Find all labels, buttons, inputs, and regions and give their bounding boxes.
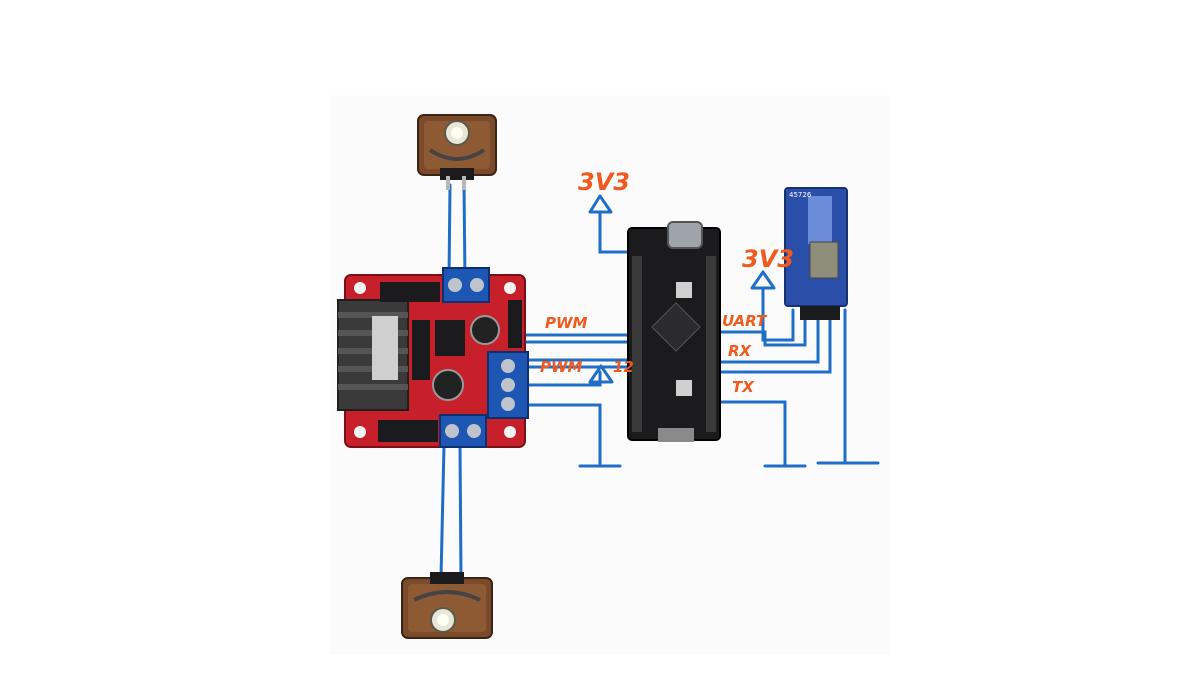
label-3v3-module: 3V3 [742, 245, 794, 273]
label-uart: UART [722, 312, 768, 330]
wire-driver-gnd [523, 403, 602, 467]
wire-top-led-a [447, 183, 452, 282]
wire-bottom-led-b [458, 443, 463, 580]
mcu-board [627, 221, 721, 442]
radio-module-board [784, 187, 848, 320]
wire-uart-1 [716, 308, 807, 347]
wire-rx [716, 308, 820, 364]
label-3v3-mcu: 3V3 [578, 168, 630, 196]
label-pwm-a: PWM [545, 314, 588, 332]
wires [439, 183, 847, 580]
module-silkscreen: 45726 [789, 191, 812, 199]
wire-top-led-b [462, 183, 467, 282]
wire-tx [716, 308, 832, 374]
label-i2c: 12 [613, 358, 634, 376]
led-board-top [417, 114, 497, 190]
label-rx: RX [728, 342, 753, 360]
led-board-bottom [401, 572, 493, 639]
label-tx: TX [732, 378, 755, 396]
ground-symbols [578, 461, 880, 468]
wire-mcu-gnd [716, 400, 787, 467]
wire-driver-vcc [523, 370, 602, 387]
motor-driver-board [337, 267, 529, 448]
wire-mcu-3v3 [598, 210, 634, 254]
power-arrow-icon [750, 270, 776, 290]
power-symbols [588, 194, 776, 384]
wire-module-3v3 [761, 286, 795, 342]
power-arrow-icon [588, 194, 613, 214]
power-arrow-icon [588, 364, 614, 384]
wire-bottom-led-a [439, 443, 446, 580]
label-pwm-b: PWM [540, 358, 583, 376]
